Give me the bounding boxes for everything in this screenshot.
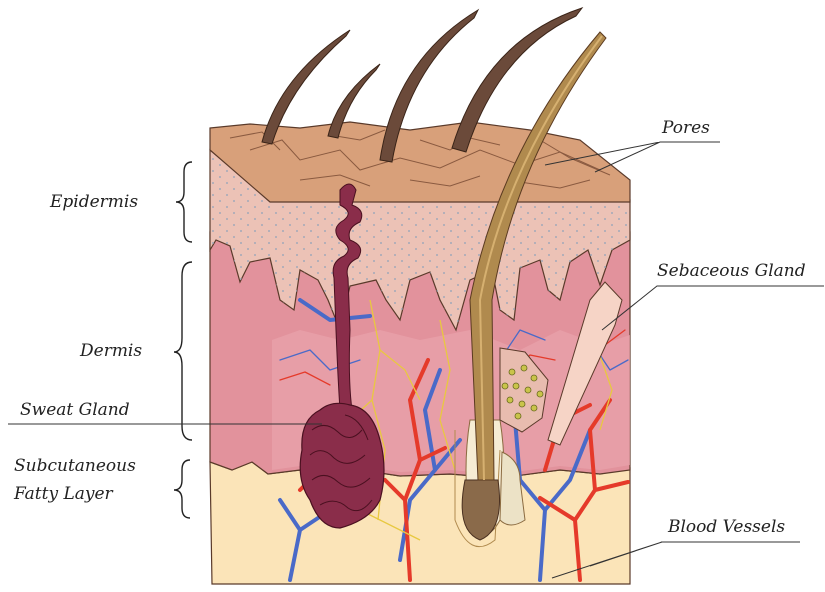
label-epidermis: Epidermis [49, 192, 138, 212]
subcutaneous-fat-layer [210, 462, 630, 584]
label-subcutaneous-line-2: Fatty Layer [13, 484, 114, 504]
label-dermis: Dermis [79, 341, 142, 361]
label-blood-vessels: Blood Vessels [667, 517, 785, 537]
brace-epidermis [176, 162, 192, 242]
label-sweat-gland: Sweat Gland [20, 400, 130, 420]
label-sebaceous-gland: Sebaceous Gland [657, 261, 806, 281]
skin-block [210, 8, 630, 584]
label-subcutaneous-line-1: Subcutaneous [14, 456, 136, 476]
leader-sebaceous-gland [602, 286, 824, 330]
label-pores: Pores [661, 118, 710, 138]
brace-dermis [174, 262, 192, 440]
brace-subcutaneous [174, 460, 190, 518]
